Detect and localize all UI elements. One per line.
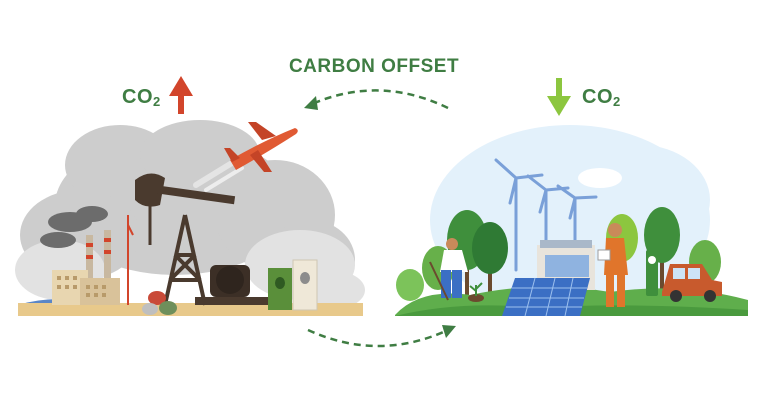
co2-text: CO — [122, 86, 153, 108]
up-arrow-icon — [169, 76, 193, 114]
fuel-tanks — [268, 259, 318, 311]
engineer — [597, 223, 628, 307]
gardener — [429, 238, 484, 302]
co2-decrease-label: CO2 — [582, 86, 621, 109]
chimney-smoke — [40, 206, 108, 248]
ev-charger — [646, 250, 658, 296]
solar-panel — [502, 277, 590, 317]
radio-mast — [127, 215, 134, 305]
co2-increase-label: CO2 — [122, 86, 161, 109]
factory — [52, 270, 120, 305]
cloud — [578, 168, 622, 188]
cycle-arrow-bottom — [307, 325, 456, 348]
barrels — [142, 291, 177, 315]
page-title: CARBON OFFSET — [288, 56, 460, 77]
pumpjack — [135, 173, 275, 305]
airplane — [193, 122, 298, 192]
co2-subscript: 2 — [613, 94, 621, 109]
pollution-scene — [15, 120, 365, 316]
co2-text: CO — [582, 86, 613, 108]
cycle-arrow-top — [304, 89, 449, 110]
electric-car — [662, 264, 722, 302]
oil-derrick — [163, 214, 207, 306]
down-arrow-icon — [547, 78, 571, 116]
co2-subscript: 2 — [153, 94, 161, 109]
chimneys — [86, 230, 111, 280]
green-scene — [395, 125, 748, 317]
